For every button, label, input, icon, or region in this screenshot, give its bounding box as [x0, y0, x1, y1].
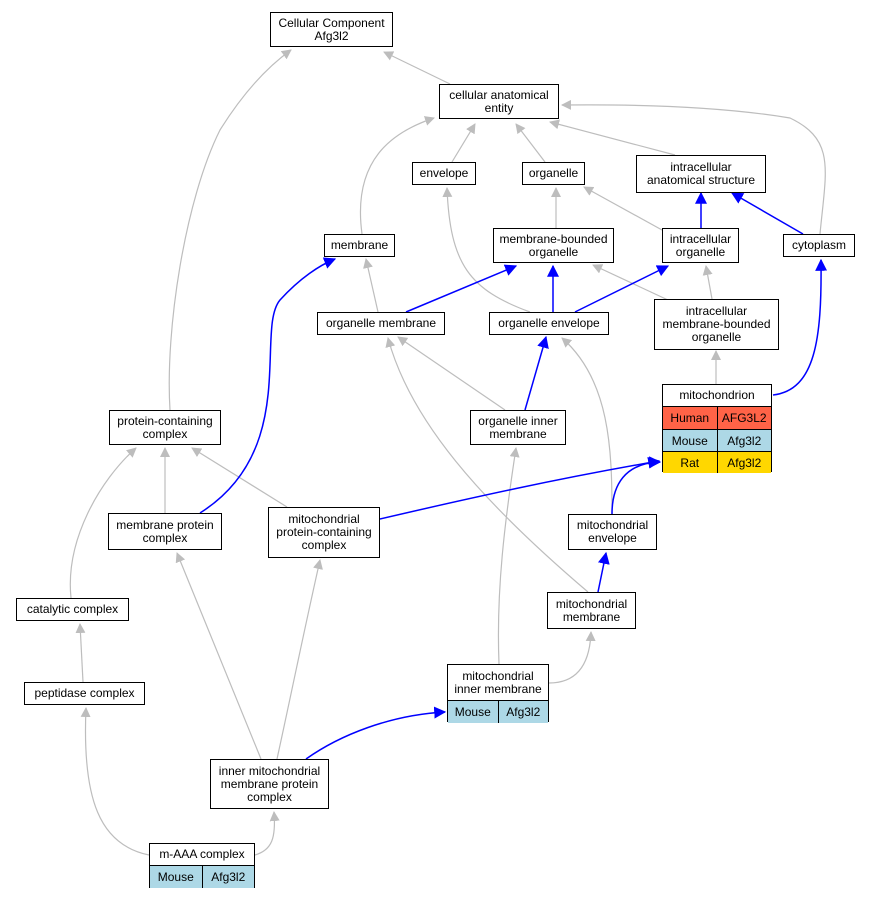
- edge-menv-partof-mito: [611, 456, 662, 515]
- edge-ias-to-cae: [549, 119, 676, 156]
- node-catalytic-complex[interactable]: catalytic complex: [16, 598, 129, 621]
- node-title: mitochondrion: [663, 385, 771, 407]
- node-peptidase-complex[interactable]: peptidase complex: [24, 682, 145, 705]
- node-organelle-inner-membrane[interactable]: organelle inner membrane: [470, 410, 566, 445]
- node-m-aaa-complex[interactable]: m-AAA complex Mouse Afg3l2: [149, 843, 255, 888]
- edge-om-partof-mbo: [405, 264, 518, 313]
- node-mitochondrial-envelope[interactable]: mitochondrial envelope: [568, 514, 657, 550]
- node-organelle-membrane[interactable]: organelle membrane: [317, 312, 445, 335]
- gene-label: Afg3l2: [201, 866, 255, 888]
- edge-imc-to-mpc: [175, 552, 262, 760]
- edge-membrane-to-cae: [359, 116, 435, 235]
- edge-pcc-to-root: [168, 49, 292, 411]
- edge-maaa-to-imc: [254, 811, 280, 856]
- edge-mm-partof-menv: [597, 551, 610, 593]
- node-protein-containing-complex[interactable]: protein-containing complex: [109, 410, 221, 445]
- node-title: mitochondrial inner membrane: [448, 665, 548, 701]
- edge-cytoplasm-partof-ias: [730, 192, 804, 235]
- edge-oim-to-om: [397, 336, 506, 411]
- node-cytoplasm[interactable]: cytoplasm: [783, 234, 855, 257]
- edge-oim-partof-oe: [524, 335, 549, 411]
- species-row-human: Human AFG3L2: [663, 407, 771, 429]
- edge-envelope-to-cae: [451, 123, 476, 163]
- node-inner-mitochondrial-membrane-protein-complex[interactable]: inner mitochondrial membrane protein com…: [210, 759, 329, 809]
- edge-oe-to-envelope: [442, 187, 531, 313]
- node-mitochondrial-membrane[interactable]: mitochondrial membrane: [547, 592, 636, 629]
- edge-menv-to-oe: [561, 337, 613, 515]
- node-organelle-envelope[interactable]: organelle envelope: [489, 312, 609, 335]
- gene-label: AFG3L2: [716, 407, 772, 429]
- node-membrane-bounded-organelle[interactable]: membrane-bounded organelle: [493, 228, 614, 263]
- node-membrane-protein-complex[interactable]: membrane protein complex: [108, 513, 222, 550]
- species-row-mouse: Mouse Afg3l2: [448, 701, 548, 723]
- edge-io-to-organelle: [583, 186, 663, 231]
- edge-mim-to-oim: [497, 447, 520, 665]
- node-cellular-component[interactable]: Cellular Component Afg3l2: [270, 12, 393, 47]
- edge-imbo-to-mbo: [592, 264, 669, 301]
- edge-pepc-to-cc: [75, 623, 86, 683]
- node-envelope[interactable]: envelope: [412, 162, 476, 185]
- edge-mim-to-mm: [548, 631, 596, 684]
- species-label: Mouse: [454, 705, 491, 719]
- edge-imc-partof-mim: [305, 706, 447, 760]
- node-intracellular-membrane-bounded-organelle[interactable]: intracellular membrane-bounded organelle: [654, 299, 779, 350]
- edge-mm-to-om: [385, 337, 589, 593]
- species-label: Human: [670, 411, 710, 425]
- species-label: Rat: [680, 455, 700, 470]
- node-membrane[interactable]: membrane: [324, 234, 395, 257]
- edge-cytoplasm-to-cae: [561, 99, 826, 235]
- species-label: Mouse: [157, 870, 194, 884]
- node-intracellular-anatomical-structure[interactable]: intracellular anatomical structure: [636, 155, 766, 193]
- node-organelle[interactable]: organelle: [522, 162, 585, 185]
- gene-label: Afg3l2: [716, 452, 772, 473]
- node-cellular-anatomical-entity[interactable]: cellular anatomical entity: [439, 84, 559, 119]
- node-mitochondrion[interactable]: mitochondrion Human AFG3L2 Mouse Afg3l2 …: [662, 384, 772, 473]
- species-row-mouse: Mouse Afg3l2: [663, 429, 771, 451]
- edge-imbo-to-io: [702, 265, 713, 300]
- edge-cc-to-pcc: [69, 447, 137, 599]
- species-label: Mouse: [671, 433, 708, 448]
- gene-label: Afg3l2: [497, 701, 549, 723]
- node-title: m-AAA complex: [150, 844, 254, 866]
- node-intracellular-organelle[interactable]: intracellular organelle: [662, 228, 739, 263]
- edge-om-to-membrane: [363, 258, 379, 313]
- edge-organelle-to-cae: [515, 123, 546, 163]
- edge-oe-partof-io: [574, 265, 670, 313]
- node-mitochondrial-protein-containing-complex[interactable]: mitochondrial protein-containing complex: [268, 507, 380, 558]
- edge-imc-to-mpcc: [276, 559, 323, 760]
- edge-maaa-to-pepc: [80, 707, 150, 856]
- node-mitochondrial-inner-membrane[interactable]: mitochondrial inner membrane Mouse Afg3l…: [447, 664, 549, 723]
- species-row-mouse: Mouse Afg3l2: [150, 866, 254, 888]
- gene-label: Afg3l2: [716, 430, 772, 451]
- edge-mpc-partof-membrane: [199, 257, 337, 514]
- species-row-rat: Rat Afg3l2: [663, 451, 771, 473]
- edge-cae-to-root: [383, 51, 451, 85]
- edge-mito-partof-cytoplasm: [772, 258, 828, 396]
- edge-mpcc-partof-mito: [379, 456, 661, 520]
